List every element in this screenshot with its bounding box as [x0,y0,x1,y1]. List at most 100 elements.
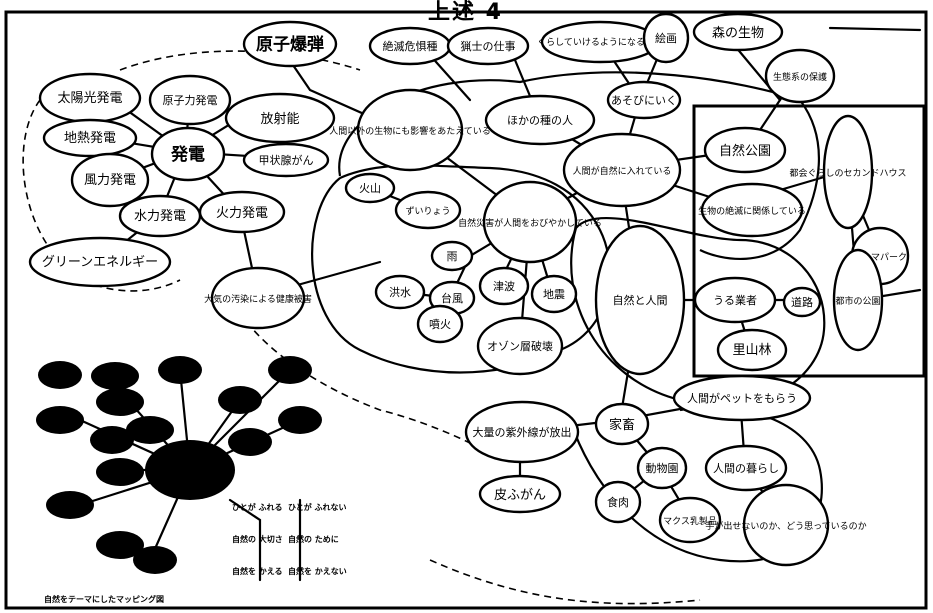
node-label: 人間がペットをもらう [687,391,797,405]
node-label: 自然と人間 [613,293,668,307]
node-kazan: 火山 [344,172,396,204]
inset-center-blob [145,440,235,500]
node-tokaiseikatsu: 都会ぐらしのセカンドハウス [789,114,907,230]
node-ningen-shizen-ireru: 人間が自然に入れている [562,132,682,208]
node-label: 地熱発電 [64,131,116,146]
node-hifugan: 皮ふがん [478,474,562,514]
node-douro: 道路 [782,286,822,318]
inset-legend-item: ひとが ふれない [288,502,347,512]
node-kouzui: 洪水 [374,274,426,310]
inset-blob [96,458,144,486]
inset-blob [218,386,262,414]
node-label: 手が出せないのか、どう思っているのか [705,520,866,532]
node-label: 津波 [493,280,515,293]
node-label: 洪水 [389,285,411,299]
node-genshiryoku: 原子力発電 [148,74,232,126]
node-label: 家畜 [609,417,635,433]
node-label: 風力発電 [84,173,136,188]
node-label: 雨 [447,250,458,263]
inset-blob [90,426,134,454]
node-ryoushi: 猟士の仕事 [446,26,530,66]
node-label: 人間が自然に入れている [573,165,672,177]
node-ozone: オゾン層破壊 [476,316,564,376]
node-label: 火山 [359,182,381,195]
inset-blob [96,388,144,416]
inset-blob [36,406,84,434]
node-karyoku: 火力発電 [198,190,286,234]
inset-legend-item: 自然を かえる [232,566,283,576]
node-label: 甲状腺がん [259,153,314,167]
node-seibutsu-zetsumetsu: 生物の絶滅に関係している [698,182,806,238]
node-satoyama: 里山林 [716,328,788,372]
node-label: 食肉 [607,495,629,509]
node-label: グリーンエネルギー [42,255,158,270]
node-ame: 雨 [430,240,474,272]
node-kachiku: 家畜 [594,402,650,446]
node-ningenigai: 人間以外の生物にも影響をあたえている [329,88,491,172]
node-label: 自然公園 [719,143,771,159]
node-hatsuden: 発電 [150,126,226,182]
inset-blob [46,491,94,519]
node-label: ほかの種の人 [507,113,573,127]
node-label: 噴火 [429,318,451,331]
node-hatsumei: 食肉 [594,480,642,524]
node-asobi: あそびにいく [606,80,682,120]
node-label: 大量の紫外線が放出 [473,425,572,439]
node-fuuryoku: 風力発電 [70,152,150,208]
node-label: 人間の暮らし [713,461,779,475]
node-doubutsuen: 動物園 [636,446,688,490]
inset-blob [96,531,144,559]
node-label: 放射能 [260,111,299,127]
inset-blob [268,356,312,384]
node-label: 皮ふがん [494,488,546,503]
inset-blob [38,361,82,389]
node-label: 人間以外の生物にも影響をあたえている [329,125,491,137]
node-green: グリーンエネルギー [28,236,172,288]
node-shizensaigai: 自然災害が人間をおびやかしている [458,180,602,264]
inset-blob [158,356,202,384]
node-label: 太陽光発電 [57,91,122,106]
inset-legend-item: 自然を かえない [288,566,347,576]
inset-caption: 自然をテーマにしたマッピング図 [44,594,164,604]
node-kaiga: 絵画 [642,12,690,64]
node-label: 里山林 [732,343,771,358]
node-hokaninoshu: ほかの種の人 [484,94,596,146]
outer-frame [4,10,928,610]
node-label: くらしていけるようになるから [537,37,663,48]
node-label: 原子爆弾 [256,34,324,55]
node-label: 大気の汚染による健康被害 [204,293,312,305]
node-label: 生物の絶滅に関係している [698,205,806,217]
node-label: ずいりょう [405,206,450,217]
node-label: 発電 [170,144,205,165]
node-shizenkouen: 自然公園 [703,126,787,174]
node-zetsumetsu: 絶滅危惧種 [368,26,452,66]
node-shizen-ningen: 自然と人間 [594,224,686,376]
inset-legend-item: 自然の 大切さ [232,534,283,544]
node-genshibakudan: 原子爆弾 [242,20,338,68]
node-urumono: うる業者 [693,276,777,324]
node-label: 台風 [441,291,463,305]
node-hakuseki: 生態系の保護 [764,48,836,104]
node-chinetsu: 地熱発電 [42,118,138,158]
node-koujousen: 甲状腺がん [242,142,330,178]
inset-blob [133,546,177,574]
node-label: 動物園 [646,461,679,475]
node-label: 森の生物 [712,26,764,41]
node-pet: 人間がペットをもらう [672,374,812,422]
node-label: 都会ぐらしのセカンドハウス [789,167,906,179]
node-morinoseibutsu: 森の生物 [692,12,784,52]
node-taiyoukou: 太陽光発電 [38,72,142,124]
node-label: 自然災害が人間をおびやかしている [458,217,602,229]
inner-frame [692,104,926,378]
node-toshino: 都市の公園 [832,248,884,352]
node-houshanou: 放射能 [224,92,336,144]
node-label: 原子力発電 [163,93,218,107]
node-jishin: 地震 [530,274,578,314]
node-label: 地震 [543,288,565,301]
node-label: うる業者 [713,294,757,307]
node-label: 道路 [791,295,813,309]
node-maccha: マクス乳製品 [658,496,722,544]
node-taiki: 大気の汚染による健康被害 [204,266,312,330]
node-label: 生態系の保護 [773,71,827,83]
node-funka: 噴火 [416,304,464,344]
